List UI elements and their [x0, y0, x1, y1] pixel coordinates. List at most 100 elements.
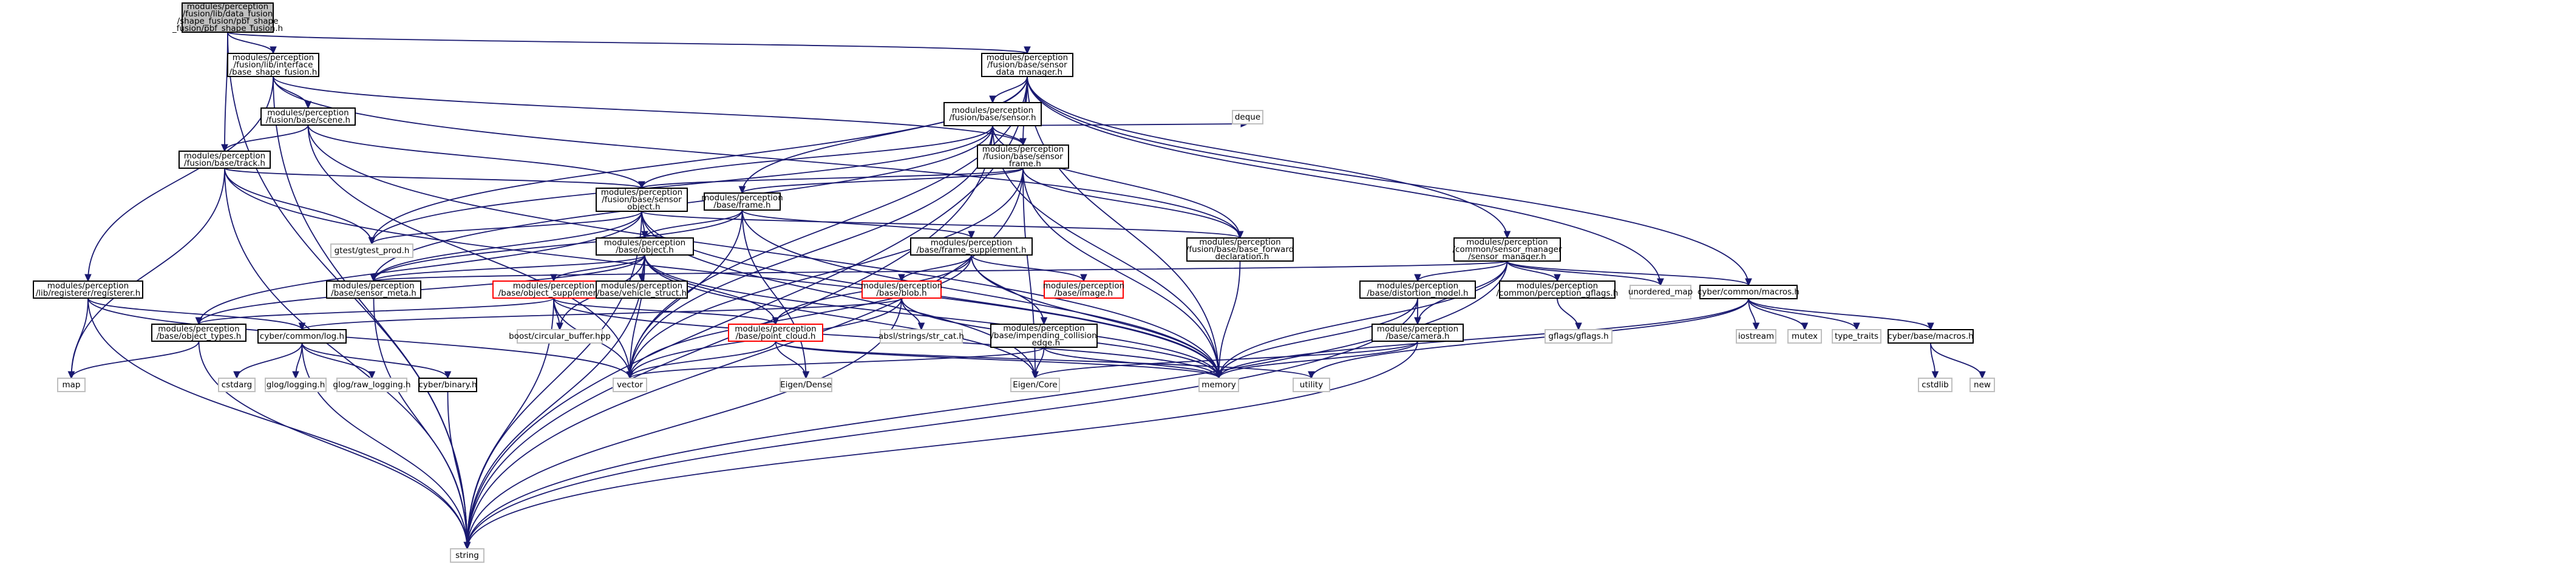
edge-base_object-to-vector: [630, 254, 645, 378]
node-cyber-binary[interactable]: cyber/binary.h: [418, 378, 477, 392]
edge-registerer-to-map: [72, 297, 89, 378]
edge: [1418, 260, 1508, 281]
edge: [642, 125, 993, 188]
edge-sensor_data_manager-to-memory: [1027, 76, 1219, 378]
node-point-cloud[interactable]: modules/perception/base/point_cloud.h: [728, 324, 823, 342]
node-object-types[interactable]: modules/perception/base/object_types.h: [151, 324, 246, 342]
edge-base_shape_fusion-to-registerer: [88, 76, 274, 281]
edge: [467, 260, 1508, 549]
edge: [743, 168, 1024, 193]
node-cstdarg: cstdarg: [218, 378, 256, 392]
edge-sensor_manager-to-cyber_macros: [1506, 260, 1749, 285]
edge: [1748, 298, 1857, 330]
node-distortion-model[interactable]: modules/perception/base/distortion_model…: [1359, 280, 1476, 299]
node-label-line: /base/frame.h: [713, 200, 770, 210]
node-label-line: /common/sensor_manager: [1452, 245, 1562, 254]
node-registerer[interactable]: modules/perception/lib/registerer/regist…: [33, 280, 143, 299]
node-frame-supplement[interactable]: modules/perception/base/frame_supplement…: [910, 237, 1033, 256]
node-fusion-sensor[interactable]: modules/perception/fusion/base/sensor.h: [943, 102, 1042, 126]
edge: [1748, 298, 1805, 330]
node-label-line: memory: [1201, 380, 1235, 390]
node-cstdlib: cstdlib: [1918, 378, 1952, 392]
edge: [374, 211, 642, 281]
node-label-line: modules/perception: [1199, 237, 1280, 247]
edge: [1022, 168, 1240, 238]
node-box: [1888, 329, 1974, 344]
node-base-object[interactable]: modules/perception/base/object.h: [596, 237, 694, 256]
edge: [741, 209, 972, 238]
node-label-line: glog/raw_logging.h: [333, 380, 410, 390]
node-label-line: /fusion/base/base_forward: [1186, 245, 1294, 254]
node-object-supplement[interactable]: modules/perception/base/object_supplemen…: [492, 280, 615, 299]
edges-layer: [72, 32, 1983, 549]
edge: [901, 297, 922, 330]
node-root[interactable]: modules/perception/fusion/lib/data_fusio…: [172, 2, 283, 33]
node-label-line: /base/object_types.h: [157, 331, 242, 341]
edge-sensor_manager-to-memory: [1219, 260, 1508, 378]
node-base-shape-fusion[interactable]: modules/perception/fusion/lib/interface/…: [227, 53, 319, 77]
edge: [72, 168, 225, 378]
node-box: [1699, 285, 1798, 299]
node-iostream: iostream: [1736, 329, 1776, 344]
edge-root-to-sensor_data_manager: [227, 32, 1027, 53]
edge: [1219, 297, 1418, 378]
edge-base_object-to-object_types: [199, 254, 645, 324]
node-vehicle-struct[interactable]: modules/perception/base/vehicle_struct.h: [596, 280, 688, 299]
node-sensor-frame[interactable]: modules/perception/fusion/base/sensor_fr…: [977, 144, 1069, 169]
node-frame[interactable]: modules/perception/base/frame.h: [701, 192, 783, 211]
node-label-line: /sensor_manager.h: [1468, 252, 1546, 262]
node-base-forward[interactable]: modules/perception/fusion/base/base_forw…: [1186, 237, 1294, 262]
edge: [467, 341, 1418, 549]
edge-distortion_model-to-string: [467, 297, 1418, 549]
node-perception-gflags[interactable]: modules/perception/common/perception_gfl…: [1497, 280, 1619, 299]
node-box: [1044, 280, 1124, 299]
node-impending[interactable]: modules/perception/base/impending_collis…: [990, 324, 1098, 348]
edge: [373, 297, 467, 549]
node-gtest-prod: gtest/gtest_prod.h: [330, 243, 413, 258]
edge-blob-to-cyber_log: [302, 297, 902, 330]
node-eigen-core: Eigen/Core: [1010, 378, 1060, 392]
node-box: [1918, 378, 1952, 392]
edge-sensor_meta-to-string: [373, 297, 467, 549]
edge: [630, 341, 777, 378]
node-sensor-meta[interactable]: modules/perception/base/sensor_meta.h: [326, 280, 421, 299]
node-sensor-data-manager[interactable]: modules/perception/fusion/base/sensor_da…: [981, 53, 1073, 77]
node-cyber-log[interactable]: cyber/common/log.h: [257, 329, 347, 344]
edge: [1027, 76, 1507, 238]
node-label-line: utility: [1300, 380, 1323, 390]
edge-distortion_model-to-memory: [1219, 297, 1418, 378]
node-box: [613, 378, 647, 392]
edge-registerer-to-vector: [87, 297, 630, 378]
edge: [1219, 260, 1241, 378]
node-label-line: glog/logging.h: [267, 380, 325, 390]
node-camera[interactable]: modules/perception/base/camera.h: [1371, 324, 1464, 342]
node-box: [517, 329, 603, 344]
node-label-line: modules/perception: [184, 151, 265, 161]
edge-cyber_macros-to-type_traits: [1748, 298, 1857, 330]
edge: [87, 297, 630, 378]
edge: [741, 209, 1219, 378]
node-track[interactable]: modules/perception/fusion/base/track.h: [178, 151, 271, 169]
node-box: [990, 324, 1098, 348]
node-blob[interactable]: modules/perception/base/blob.h: [861, 280, 942, 299]
edge: [225, 32, 228, 151]
node-image[interactable]: modules/perception/base/image.h: [1043, 280, 1124, 299]
edge: [992, 125, 1023, 145]
edge-point_cloud-to-utility: [775, 341, 1312, 378]
node-label-line: /fusion/base/sensor: [987, 60, 1067, 70]
node-deque: deque: [1232, 110, 1263, 124]
edge: [301, 342, 372, 378]
node-cyber-base-macros[interactable]: cyber/base/macros.h: [1888, 329, 1974, 344]
node-sensor-object[interactable]: modules/perception/fusion/base/sensor_ob…: [596, 188, 688, 212]
edge-track-to-string: [224, 168, 467, 549]
edge-camera-to-memory: [1219, 341, 1418, 378]
node-label-line: modules/perception: [982, 144, 1064, 154]
node-sensor-manager[interactable]: modules/perception/common/sensor_manager…: [1452, 237, 1562, 262]
edge: [971, 254, 1084, 281]
edge-camera-to-eigen_core: [1035, 341, 1418, 378]
node-scene[interactable]: modules/perception/fusion/base/scene.h: [260, 107, 356, 126]
edge-track-to-sensor_object: [224, 168, 642, 188]
edge: [644, 254, 776, 324]
node-cyber-macros[interactable]: cyber/common/macros.h: [1698, 285, 1799, 299]
